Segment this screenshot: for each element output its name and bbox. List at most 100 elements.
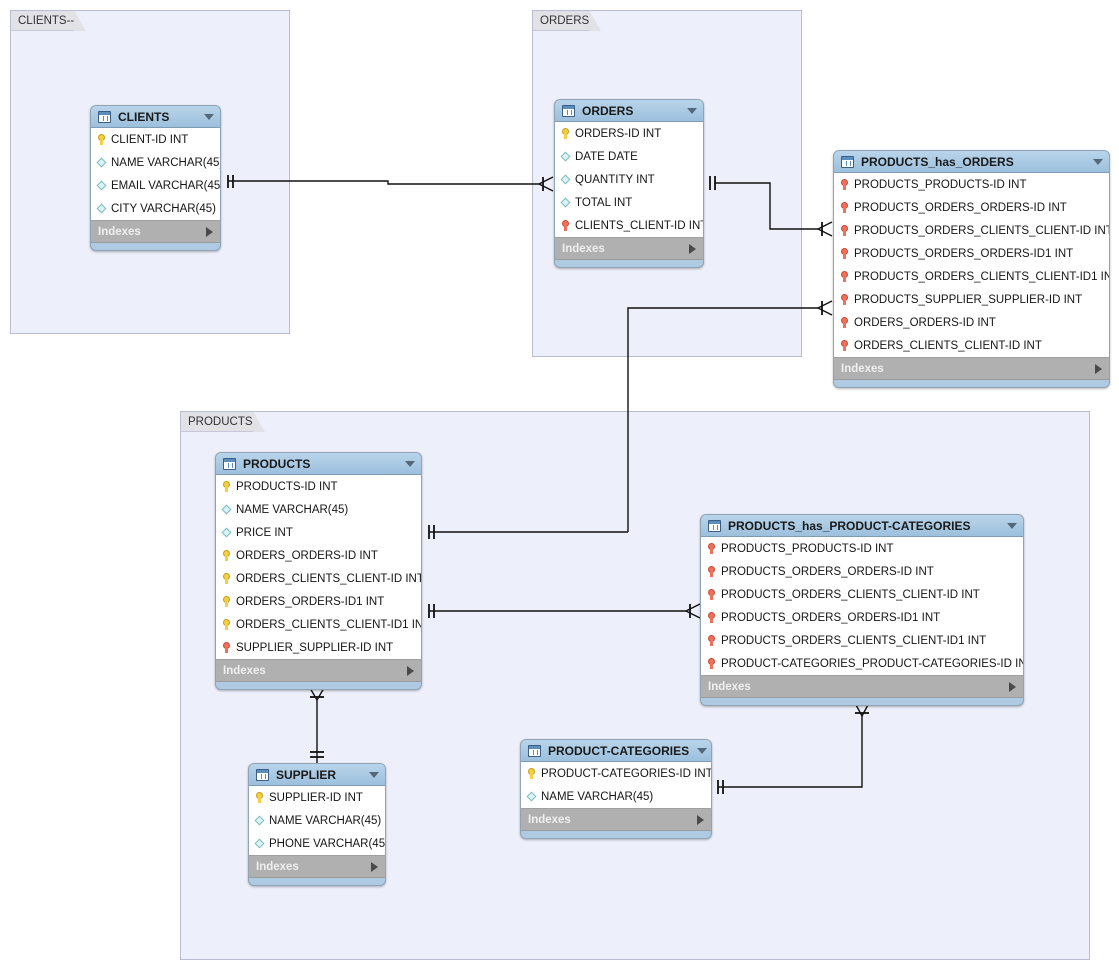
chevron-right-icon[interactable] xyxy=(1095,363,1102,374)
chevron-down-icon[interactable] xyxy=(1093,158,1103,165)
table-title-bar[interactable]: PRODUCTS_has_ORDERS xyxy=(834,151,1109,173)
column-label: ORDERS_CLIENTS_CLIENT-ID1 INT xyxy=(236,618,422,631)
chevron-right-icon[interactable] xyxy=(697,814,704,825)
table-icon xyxy=(708,519,721,532)
column-row[interactable]: PRODUCTS_ORDERS_ORDERS-ID INT xyxy=(701,560,1023,583)
column-row[interactable]: PRODUCTS_ORDERS_CLIENTS_CLIENT-ID INT xyxy=(701,583,1023,606)
column-row[interactable]: NAME VARCHAR(45) xyxy=(521,785,711,808)
column-row[interactable]: PRODUCTS_ORDERS_ORDERS-ID1 INT xyxy=(834,242,1109,265)
column-row[interactable]: CITY VARCHAR(45) xyxy=(91,197,220,220)
column-row[interactable]: ORDERS_ORDERS-ID1 INT xyxy=(216,590,421,613)
chevron-right-icon[interactable] xyxy=(206,226,213,237)
layer-tab-label[interactable]: ORDERS xyxy=(532,10,602,31)
table-title-bar[interactable]: SUPPLIER xyxy=(249,764,385,786)
column-row[interactable]: ORDERS_CLIENTS_CLIENT-ID INT xyxy=(834,334,1109,357)
column-row[interactable]: SUPPLIER-ID INT xyxy=(249,786,385,809)
column-row[interactable]: PRODUCTS_ORDERS_ORDERS-ID1 INT xyxy=(701,606,1023,629)
column-row[interactable]: PRODUCTS_ORDERS_CLIENTS_CLIENT-ID1 INT xyxy=(834,265,1109,288)
column-row[interactable]: PRODUCTS_ORDERS_CLIENTS_CLIENT-ID1 INT xyxy=(701,629,1023,652)
column-row[interactable]: ORDERS_ORDERS-ID INT xyxy=(834,311,1109,334)
fk-key-icon xyxy=(839,247,850,260)
fk-key-icon xyxy=(560,219,571,232)
fk-key-icon xyxy=(839,178,850,191)
column-row[interactable]: NAME VARCHAR(45) xyxy=(216,498,421,521)
column-row[interactable]: PRICE INT xyxy=(216,521,421,544)
column-row[interactable]: PRODUCTS_SUPPLIER_SUPPLIER-ID INT xyxy=(834,288,1109,311)
column-label: PHONE VARCHAR(45) xyxy=(269,837,386,850)
table-title-bar[interactable]: PRODUCT-CATEGORIES xyxy=(521,740,711,762)
chevron-right-icon[interactable] xyxy=(689,243,696,254)
column-row[interactable]: PRODUCTS_ORDERS_ORDERS-ID INT xyxy=(834,196,1109,219)
table-icon xyxy=(256,768,269,781)
chevron-down-icon[interactable] xyxy=(697,747,708,754)
pk-key-icon xyxy=(254,791,265,804)
column-row[interactable]: ORDERS-ID INT xyxy=(555,122,703,145)
products-table[interactable]: PRODUCTS PRODUCTS-ID INT NAME VARCHAR(45) P… xyxy=(215,452,422,690)
supplier-table[interactable]: SUPPLIER SUPPLIER-ID INT NAME VARCHAR(45) P… xyxy=(248,763,386,886)
fk-key-icon xyxy=(706,657,717,670)
table-name-label: CLIENTS xyxy=(118,109,170,124)
column-label: QUANTITY INT xyxy=(575,173,655,186)
indexes-section[interactable]: Indexes xyxy=(555,238,703,260)
fk-key-icon xyxy=(221,641,232,654)
column-row[interactable]: PHONE VARCHAR(45) xyxy=(249,832,385,855)
column-row[interactable]: PRODUCT-CATEGORIES-ID INT xyxy=(521,762,711,785)
column-label: SUPPLIER-ID INT xyxy=(269,791,363,804)
table-title-bar[interactable]: PRODUCTS_has_PRODUCT-CATEGORIES xyxy=(701,515,1023,537)
column-icon xyxy=(254,837,265,850)
column-row[interactable]: ORDERS_ORDERS-ID INT xyxy=(216,544,421,567)
column-label: SUPPLIER_SUPPLIER-ID INT xyxy=(236,641,394,654)
column-label: PRODUCTS-ID INT xyxy=(236,480,338,493)
column-label: PRICE INT xyxy=(236,526,293,539)
column-row[interactable]: NAME VARCHAR(45) xyxy=(91,151,220,174)
indexes-section[interactable]: Indexes xyxy=(521,809,711,831)
indexes-section[interactable]: Indexes xyxy=(216,660,421,682)
layer-tab-label[interactable]: PRODUCTS xyxy=(180,411,264,432)
chevron-right-icon[interactable] xyxy=(407,665,414,676)
indexes-section[interactable]: Indexes xyxy=(701,676,1023,698)
chevron-down-icon[interactable] xyxy=(369,771,379,778)
column-row[interactable]: QUANTITY INT xyxy=(555,168,703,191)
column-row[interactable]: NAME VARCHAR(45) xyxy=(249,809,385,832)
column-row[interactable]: PRODUCT-CATEGORIES_PRODUCT-CATEGORIES-ID… xyxy=(701,652,1023,675)
pk-key-icon xyxy=(560,127,571,140)
fk-key-icon xyxy=(706,565,717,578)
column-row[interactable]: ORDERS_CLIENTS_CLIENT-ID INT xyxy=(216,567,421,590)
indexes-section[interactable]: Indexes xyxy=(834,358,1109,380)
chevron-right-icon[interactable] xyxy=(1009,681,1016,692)
chevron-down-icon[interactable] xyxy=(1007,522,1017,529)
table-title-bar[interactable]: ORDERS xyxy=(555,100,703,122)
table-title-bar[interactable]: CLIENTS xyxy=(91,106,220,128)
chevron-down-icon[interactable] xyxy=(687,107,697,114)
column-row[interactable]: CLIENT-ID INT xyxy=(91,128,220,151)
column-row[interactable]: PRODUCTS-ID INT xyxy=(216,475,421,498)
indexes-section[interactable]: Indexes xyxy=(91,221,220,243)
column-label: PRODUCTS_ORDERS_CLIENTS_CLIENT-ID INT xyxy=(721,588,980,601)
chevron-right-icon[interactable] xyxy=(371,861,378,872)
column-row[interactable]: TOTAL INT xyxy=(555,191,703,214)
column-row[interactable]: CLIENTS_CLIENT-ID INT xyxy=(555,214,703,237)
column-label: ORDERS_CLIENTS_CLIENT-ID INT xyxy=(236,572,422,585)
column-row[interactable]: ORDERS_CLIENTS_CLIENT-ID1 INT xyxy=(216,613,421,636)
chevron-down-icon[interactable] xyxy=(405,460,415,467)
chevron-down-icon[interactable] xyxy=(204,113,214,120)
pk-key-icon xyxy=(221,595,232,608)
column-row[interactable]: PRODUCTS_PRODUCTS-ID INT xyxy=(834,173,1109,196)
column-row[interactable]: PRODUCTS_ORDERS_CLIENTS_CLIENT-ID INT xyxy=(834,219,1109,242)
column-row[interactable]: SUPPLIER_SUPPLIER-ID INT xyxy=(216,636,421,659)
fk-key-icon xyxy=(839,339,850,352)
column-row[interactable]: PRODUCTS_PRODUCTS-ID INT xyxy=(701,537,1023,560)
column-row[interactable]: EMAIL VARCHAR(45) xyxy=(91,174,220,197)
indexes-section[interactable]: Indexes xyxy=(249,856,385,878)
column-row[interactable]: DATE DATE xyxy=(555,145,703,168)
table-title-bar[interactable]: PRODUCTS xyxy=(216,453,421,475)
column-label: PRODUCT-CATEGORIES_PRODUCT-CATEGORIES-ID… xyxy=(721,657,1024,670)
layer-tab-label[interactable]: CLIENTS-- xyxy=(10,10,87,31)
